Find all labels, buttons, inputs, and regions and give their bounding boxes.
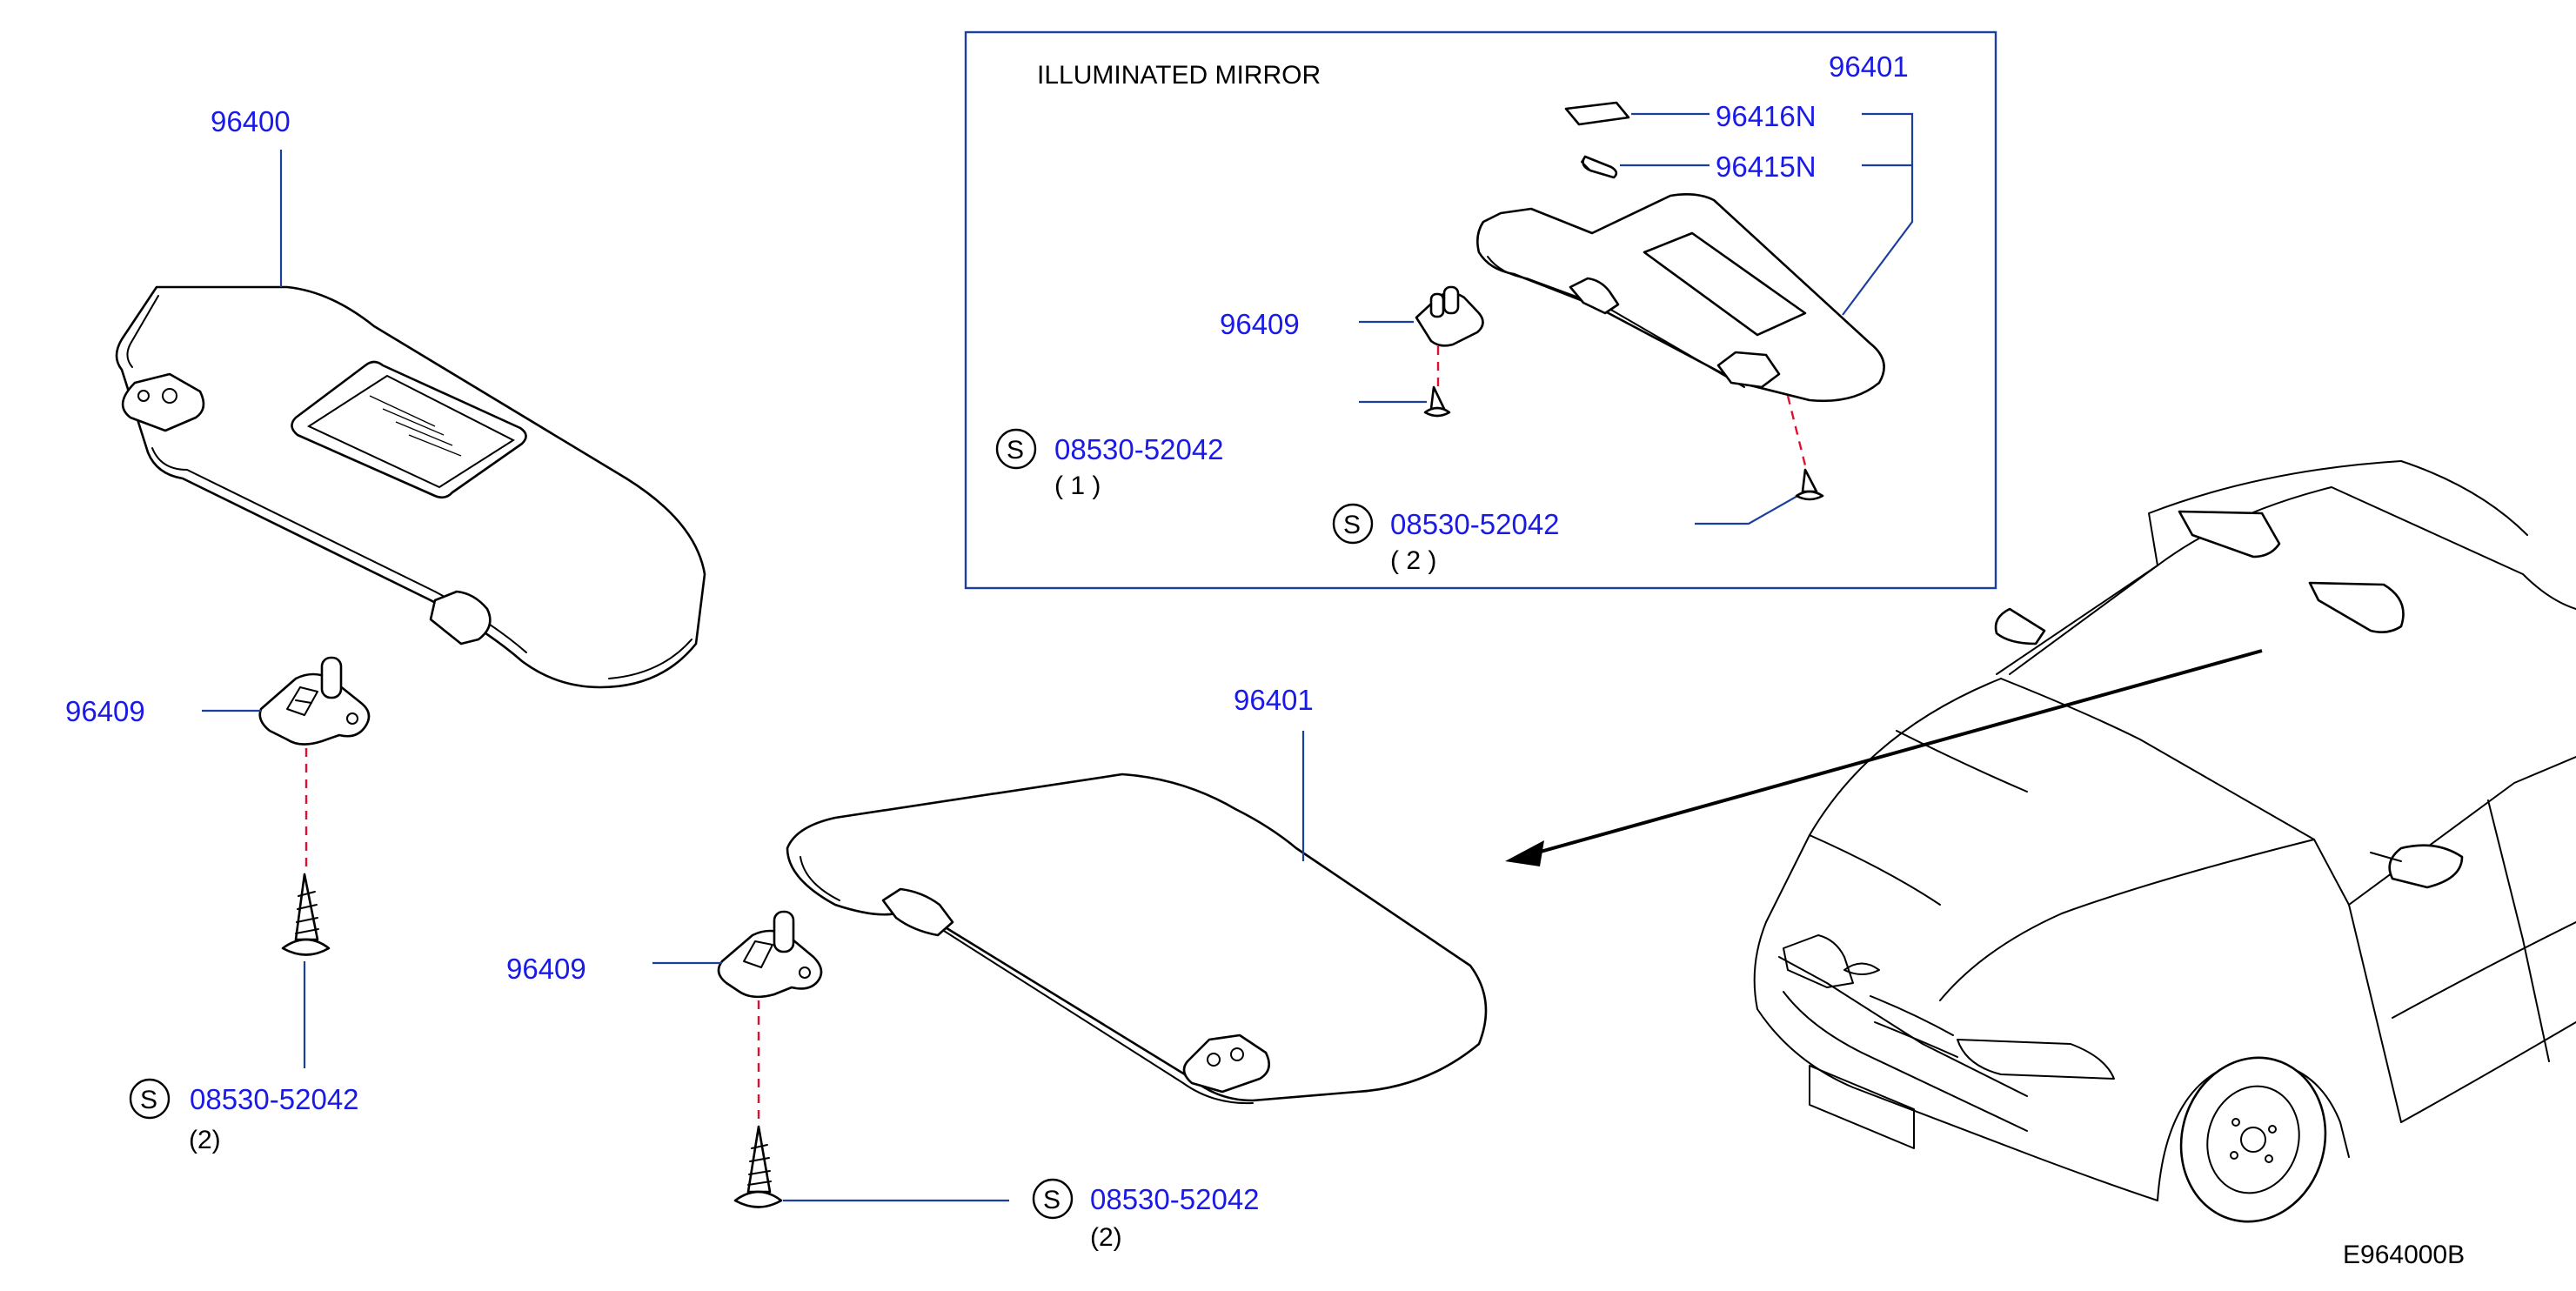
- car-illustration: [1753, 460, 2576, 1223]
- qty-screw-center: (2): [1090, 1223, 1122, 1252]
- illuminated-mirror-box: [964, 30, 1997, 590]
- s-circle-box-1: [995, 428, 1037, 470]
- visor-96401-center-drawing: [786, 773, 1488, 1105]
- s-circle-left: [129, 1078, 171, 1120]
- dash-box-2: [1786, 395, 1807, 466]
- s-symbol-box-2: S: [1343, 511, 1361, 539]
- part-number-96401-center[interactable]: 96401: [1234, 684, 1314, 716]
- visor-96401-box-drawing: [1476, 193, 1885, 403]
- part-number-96409-left[interactable]: 96409: [65, 695, 145, 727]
- bulb-96415n-drawing: [1581, 155, 1618, 179]
- part-number-screw-left[interactable]: 08530-52042: [190, 1083, 359, 1115]
- part-number-screw-center[interactable]: 08530-52042: [1090, 1183, 1260, 1215]
- holder-96409-box-drawing: [1415, 285, 1484, 347]
- qty-screw-box-1: ( 1 ): [1054, 472, 1101, 500]
- part-number-96415n[interactable]: 96415N: [1716, 151, 1817, 183]
- part-number-screw-box-1[interactable]: 08530-52042: [1054, 433, 1224, 465]
- s-circle-box-2: [1332, 503, 1374, 545]
- part-number-96409-box[interactable]: 96409: [1220, 308, 1300, 340]
- screw-left-drawing: [281, 873, 331, 956]
- screw-box-2-drawing: [1795, 468, 1824, 501]
- part-number-96401-box[interactable]: 96401: [1829, 50, 1909, 83]
- diagram-code: E964000B: [2343, 1241, 2465, 1269]
- holder-96409-center-drawing: [717, 910, 823, 999]
- lens-96416n-drawing: [1564, 101, 1630, 126]
- illuminated-mirror-title: ILLUMINATED MIRROR: [1037, 61, 1321, 90]
- s-symbol-left: S: [140, 1086, 157, 1114]
- part-number-96416n[interactable]: 96416N: [1716, 100, 1817, 132]
- s-circle-center: [1032, 1178, 1074, 1220]
- leaders-box: [1359, 112, 1914, 525]
- qty-screw-left: (2): [189, 1126, 221, 1154]
- screw-box-1-drawing: [1423, 385, 1451, 418]
- part-number-screw-box-2[interactable]: 08530-52042: [1390, 508, 1560, 540]
- visor-96400-drawing: [115, 285, 706, 689]
- qty-screw-box-2: ( 2 ): [1390, 546, 1436, 575]
- s-symbol-center: S: [1043, 1186, 1061, 1214]
- holder-96409-left-drawing: [258, 656, 371, 746]
- s-symbol-box-1: S: [1007, 436, 1024, 465]
- pointer-arrow: [1505, 649, 2263, 866]
- part-number-96409-center[interactable]: 96409: [506, 953, 586, 985]
- screw-center-drawing: [733, 1125, 783, 1208]
- part-number-96400[interactable]: 96400: [211, 105, 291, 137]
